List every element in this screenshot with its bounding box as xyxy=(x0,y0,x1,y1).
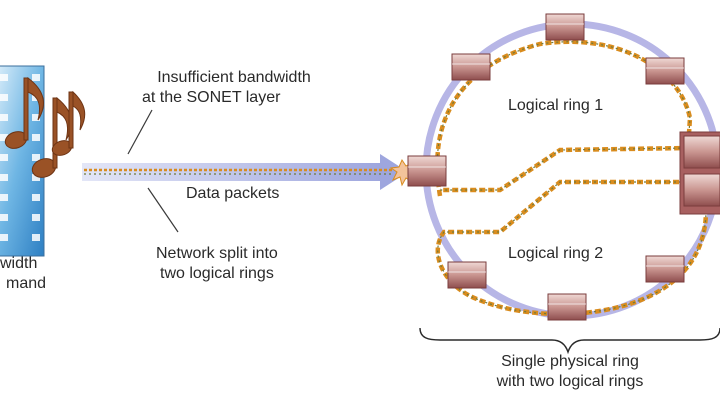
logical-rings-inner xyxy=(436,41,707,315)
callout-bandwidth-line1: Insufficient bandwidth xyxy=(157,69,311,86)
node-lower-right xyxy=(645,255,685,283)
left-fragment-line2: mand xyxy=(6,275,47,292)
ring-nodes xyxy=(407,13,720,321)
node-right-stack xyxy=(679,131,720,215)
logical-ring-2-path xyxy=(435,154,709,317)
logical-ring-1-label: Logical ring 1 xyxy=(508,97,604,114)
node-upper-left xyxy=(451,53,491,81)
node-left xyxy=(407,155,447,187)
callout-split-line1: Network split into xyxy=(156,245,278,262)
callout-bandwidth-line2: at the SONET layer xyxy=(142,89,281,106)
logical-ring-1-path xyxy=(435,39,693,193)
callout-split-line2: two logical rings xyxy=(160,265,274,282)
node-top xyxy=(545,13,585,41)
bottom-caption-line1: Single physical ring xyxy=(501,353,639,370)
data-packets-arrow xyxy=(82,154,420,190)
node-bottom xyxy=(547,293,587,321)
logical-ring-2-label: Logical ring 2 xyxy=(508,245,604,262)
media-demand-icon xyxy=(0,65,86,257)
left-fragment-line1: width xyxy=(0,255,38,272)
node-upper-right xyxy=(645,57,685,85)
node-lower-left xyxy=(447,261,487,289)
bottom-brace xyxy=(419,327,720,355)
bottom-caption-line2: with two logical rings xyxy=(496,373,644,390)
data-packets-label: Data packets xyxy=(186,185,280,202)
callout-lines xyxy=(127,109,179,233)
